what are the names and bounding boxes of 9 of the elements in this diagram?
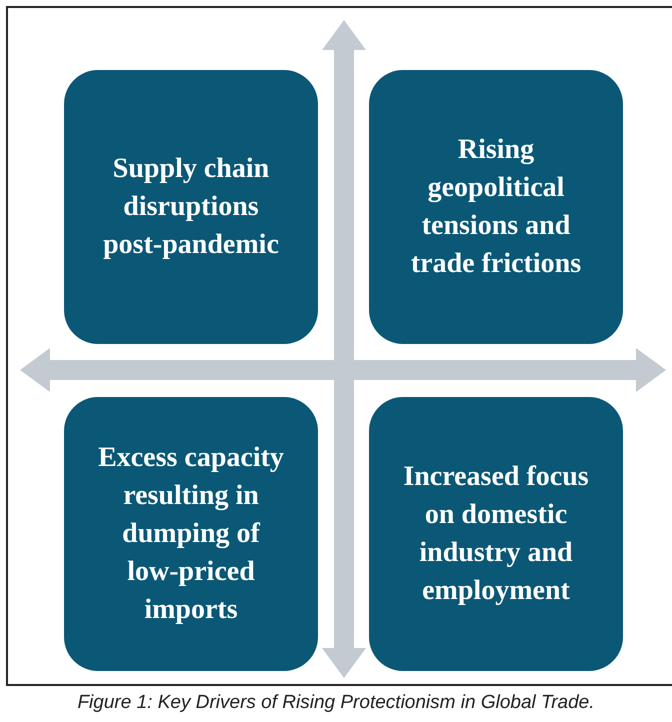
box-text: Supply chain disruptions post-pandemic xyxy=(102,152,280,262)
box-text: Increased focus on domestic industry and employment xyxy=(403,460,589,608)
quadrant-box xyxy=(64,70,318,344)
quadrant-box xyxy=(369,397,623,671)
quadrant-box xyxy=(369,70,623,344)
quadrant-box xyxy=(64,397,318,671)
box-text: Excess capacity resulting in dumping of low-priced imports xyxy=(98,441,284,627)
box-text: Rising geopolitical tensions and trade frictions xyxy=(410,133,582,281)
figure-caption: Figure 1: Key Drivers of Rising Protectionism in Global Trade. xyxy=(76,692,596,714)
